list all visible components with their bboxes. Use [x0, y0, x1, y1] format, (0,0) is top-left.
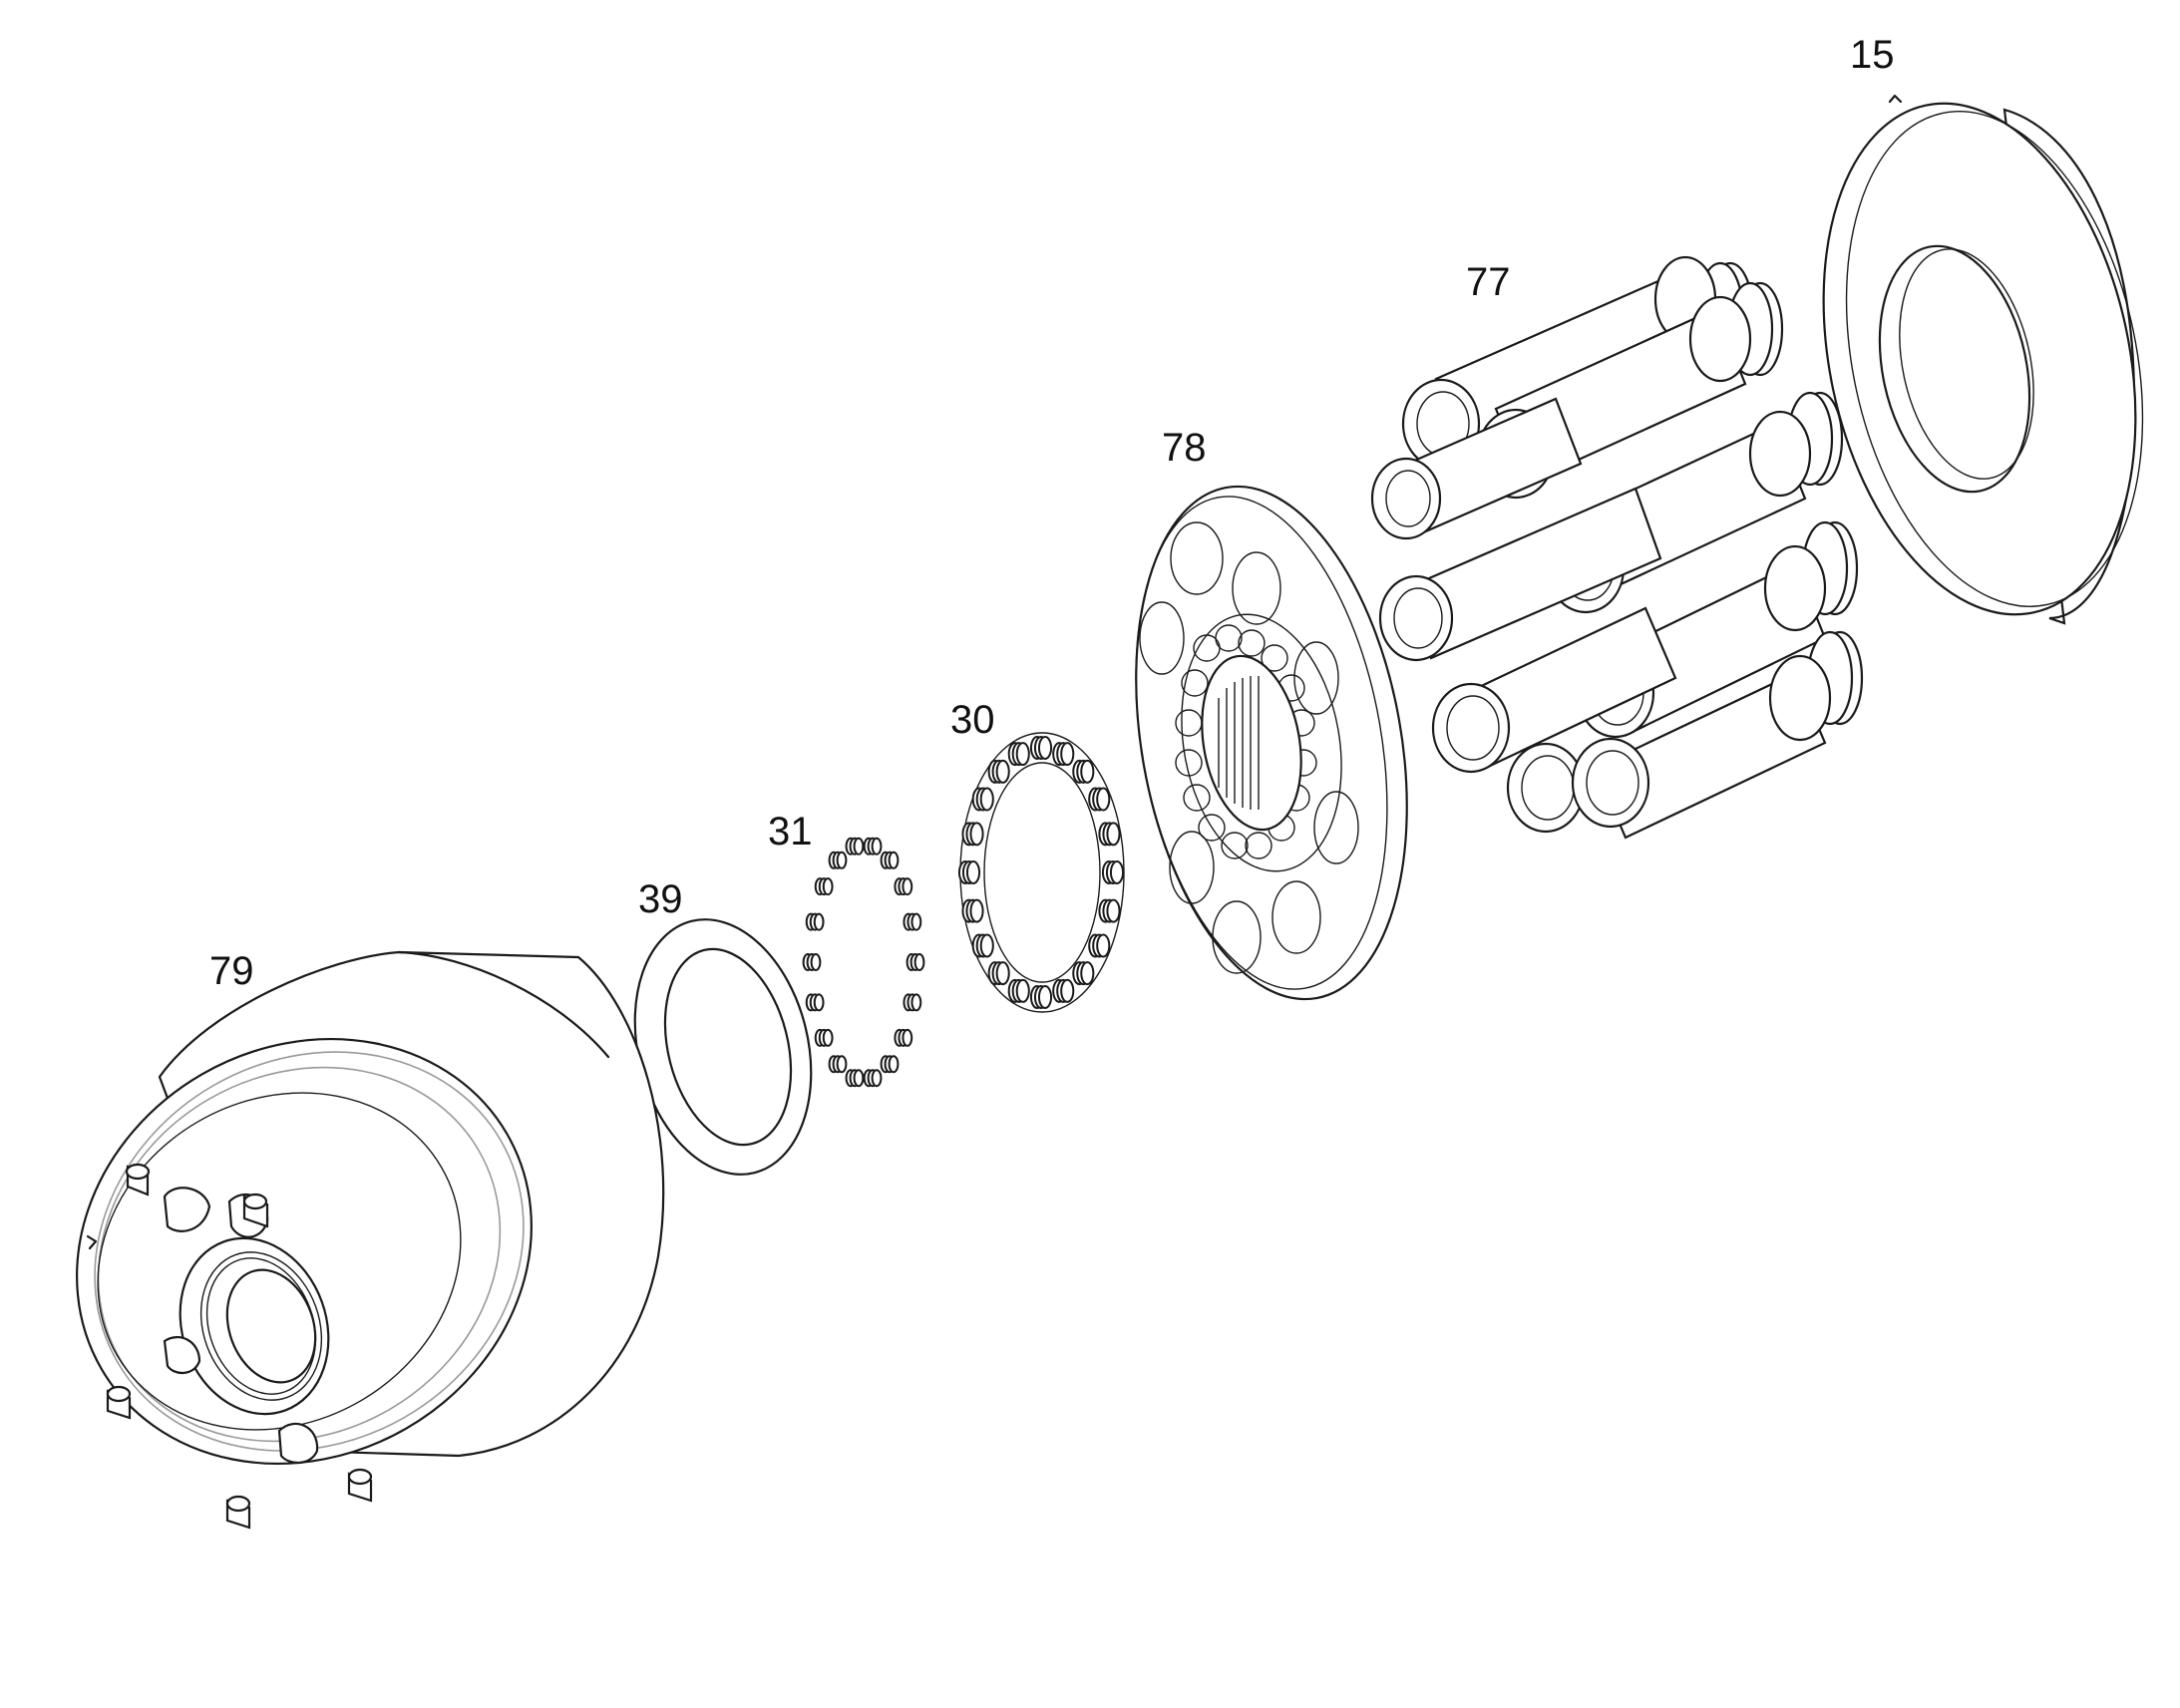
callout-31: 31: [768, 810, 813, 854]
spring-coil: [1106, 898, 1121, 923]
callout-15: 15: [1850, 33, 1895, 77]
spring-coil: [995, 759, 1010, 784]
piston: [1431, 606, 1677, 774]
spring-coil: [813, 912, 825, 931]
piston: [1378, 487, 1662, 662]
spring-coil: [1060, 742, 1075, 767]
part-39-washer: [633, 918, 813, 1176]
spring-coil: [822, 877, 834, 896]
spring-coil: [995, 961, 1010, 986]
callout-77: 77: [1466, 260, 1511, 304]
spring-coil: [1106, 822, 1121, 847]
callout-39: 39: [638, 877, 683, 921]
dowel-pins: [106, 1163, 373, 1530]
spring-coil: [979, 933, 994, 958]
callout-30: 30: [950, 698, 995, 742]
spring-coil: [810, 953, 822, 971]
spring-coil: [822, 1028, 834, 1047]
spring-coil: [1060, 978, 1075, 1003]
spring-coil: [836, 851, 848, 869]
spring-coil: [1015, 742, 1030, 767]
spring-coil: [902, 877, 913, 896]
spring-coil: [913, 953, 925, 971]
spring-coil: [910, 912, 922, 931]
spring-coil: [1037, 985, 1053, 1009]
spring-coil: [888, 851, 900, 869]
spring-coil: [888, 1055, 900, 1074]
spring-coil: [969, 898, 984, 923]
spring-coil: [836, 1055, 848, 1074]
spring-coil: [902, 1028, 913, 1047]
spring-coil: [969, 822, 984, 847]
piston: [1370, 397, 1583, 540]
spring-coil: [1080, 759, 1095, 784]
part-78-retainer-plate: [1135, 485, 1408, 1001]
spring-coil: [1096, 787, 1111, 812]
spring-coil: [853, 1069, 865, 1088]
spring-coil: [1109, 860, 1125, 884]
spring-coil: [813, 993, 825, 1012]
part-77-pistons: [1370, 255, 1864, 840]
spring-coil: [1096, 933, 1111, 958]
part-31-spring-ring: [802, 837, 925, 1088]
part-79-cylinder-block: [76, 950, 665, 1530]
spring-coil: [871, 1069, 883, 1088]
spring-coil: [910, 993, 922, 1012]
spring-coil: [1015, 978, 1030, 1003]
spring-coil: [965, 860, 981, 884]
piston: [1506, 630, 1864, 840]
callout-79: 79: [209, 949, 254, 993]
part-30-spring-ring: [957, 732, 1125, 1013]
spring-coil: [853, 837, 865, 855]
spring-coil: [1080, 961, 1095, 986]
part-15-plate: [1822, 94, 2144, 625]
spring-coil: [1037, 736, 1053, 760]
callout-78: 78: [1162, 426, 1207, 470]
spring-coil: [871, 837, 883, 855]
spring-coil: [979, 787, 994, 812]
